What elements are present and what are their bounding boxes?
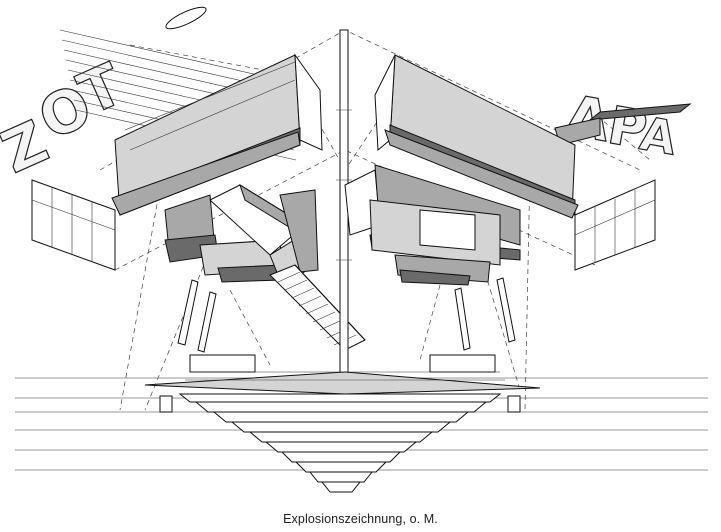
right-roof-volume [374,54,579,219]
right-window-panel [574,179,656,271]
exploded-axonometric-drawing: Z O T A P A [0,6,708,493]
right-floor-boxes [344,164,521,286]
svg-text:P: P [604,96,652,162]
supports [177,277,516,353]
stepped-base [144,354,541,493]
left-roof-volume [111,53,323,216]
left-window-panel [31,179,116,271]
left-floor-boxes [164,183,319,286]
stair [269,264,366,351]
lettering-right: A P A [554,83,692,166]
drawing-caption: Explosionszeichnung, o. M. [283,512,438,526]
